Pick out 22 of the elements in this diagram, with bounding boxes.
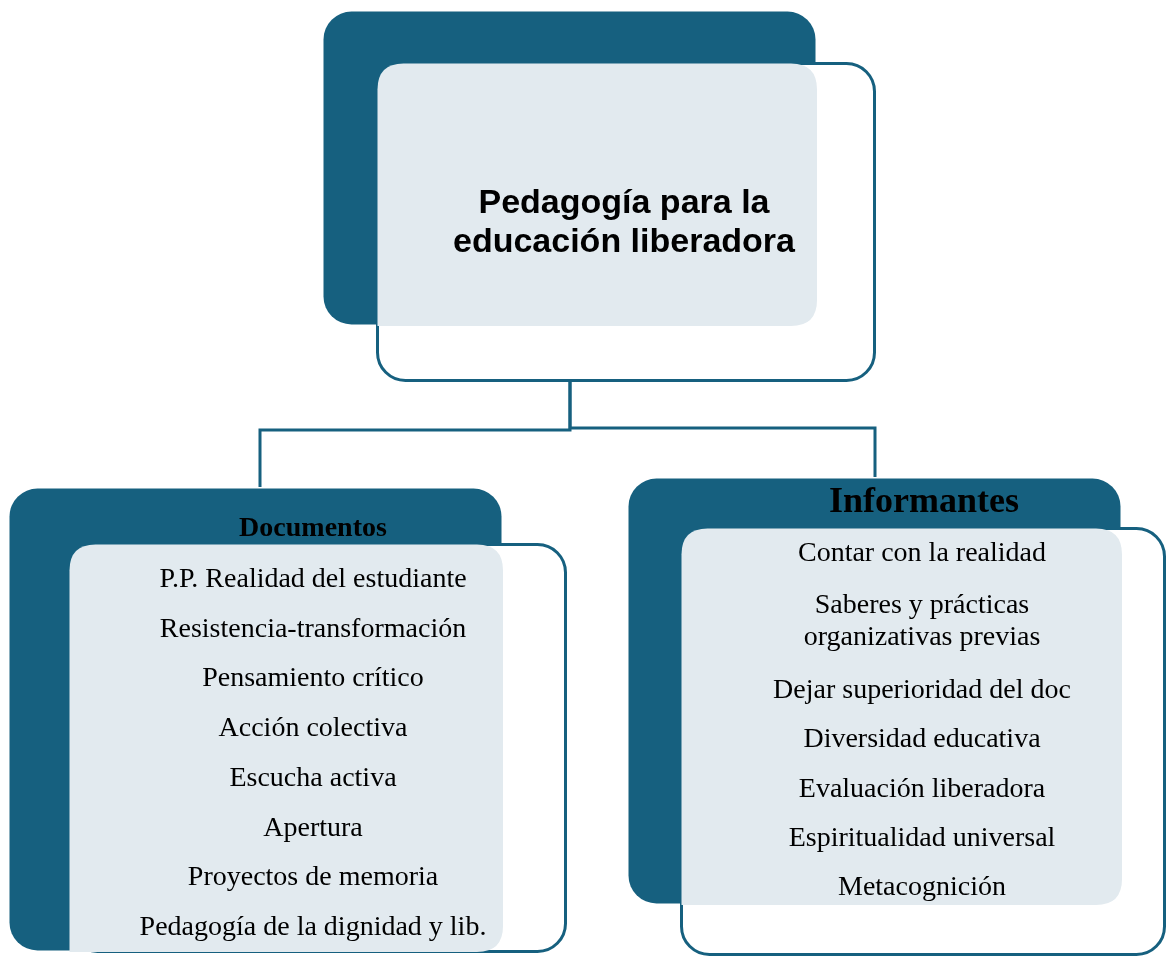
list-item-text: Metacognición [837,870,1007,902]
list-item-text: Evaluación liberadora [797,772,1047,804]
card-shape [627,477,1168,958]
list-item-text: Saberes y prácticas organizativas previas [802,588,1042,652]
list-item-text: Proyectos de memoria [186,860,440,892]
list-item-text: Dejar superioridad del doc [772,673,1072,705]
card-shape [8,487,567,955]
card-shape [322,10,876,382]
list-item-text: Escucha activa [228,761,398,793]
list-item-text: P.P. Realidad del estudiante [158,562,468,594]
list-item-text: Apertura [262,811,364,843]
list-item-text: Pedagogía de la dignidad y lib. [138,910,488,942]
connector-line [568,382,877,477]
heading-text: Documentos [238,511,388,543]
title-text: Pedagogía para la educación liberadora [452,182,796,260]
list-item-text: Contar con la realidad [797,536,1047,568]
list-item-text: Acción colectiva [217,711,409,743]
list-item-text: Pensamiento crítico [201,661,425,693]
list-item-text: Resistencia-transformación [158,612,468,644]
list-item-text: Diversidad educativa [802,722,1042,754]
heading-text: Informantes [828,479,1020,521]
list-item-text: Espiritualidad universal [787,821,1057,853]
